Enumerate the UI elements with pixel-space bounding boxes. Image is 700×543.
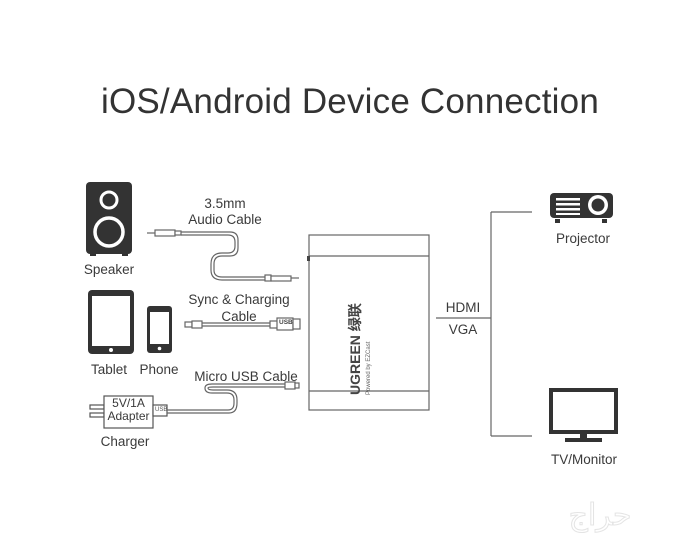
speaker-label: Speaker: [83, 262, 135, 277]
audio-cable-label-line2: Audio Cable: [188, 212, 262, 227]
audio-cable: [147, 229, 299, 282]
adapter-rating: 5V/1A: [112, 396, 145, 410]
tv-monitor-label: TV/Monitor: [550, 452, 618, 467]
sync-cable-label-line2: Cable: [221, 309, 257, 324]
projector-icon: [550, 193, 613, 223]
output-connector-lines: [436, 211, 532, 437]
sync-usb-label: USB: [279, 319, 293, 326]
charger-usb-port-label: USB: [155, 407, 168, 413]
svg-text:UGREEN 绿联: UGREEN 绿联: [347, 302, 363, 395]
projector-label: Projector: [555, 231, 611, 246]
micro-usb-cable: [167, 381, 300, 414]
speaker-icon: [86, 182, 132, 256]
hdmi-label: HDMI: [445, 300, 481, 315]
hub-brand: UGREEN 绿联 Powered by EZCast: [347, 302, 372, 395]
ugreen-adapter-device: [307, 234, 430, 411]
page-title: iOS/Android Device Connection: [100, 82, 599, 121]
phone-icon: [147, 306, 172, 353]
tablet-icon: [88, 290, 134, 354]
vga-label: VGA: [448, 322, 478, 337]
phone-label: Phone: [139, 362, 179, 377]
watermark: حراج: [569, 498, 632, 533]
monitor-icon: [549, 388, 618, 442]
svg-text:Powered by EZCast: Powered by EZCast: [366, 341, 372, 395]
sync-charging-cable: [184, 317, 301, 331]
charger-icon: [89, 395, 168, 429]
adapter-label: Adapter: [107, 409, 150, 423]
tablet-label: Tablet: [90, 362, 128, 377]
audio-cable-label-line1: 3.5mm: [204, 196, 246, 211]
charger-label: Charger: [100, 434, 150, 449]
micro-usb-cable-label: Micro USB Cable: [194, 369, 298, 384]
sync-cable-label-line1: Sync & Charging: [188, 292, 290, 307]
